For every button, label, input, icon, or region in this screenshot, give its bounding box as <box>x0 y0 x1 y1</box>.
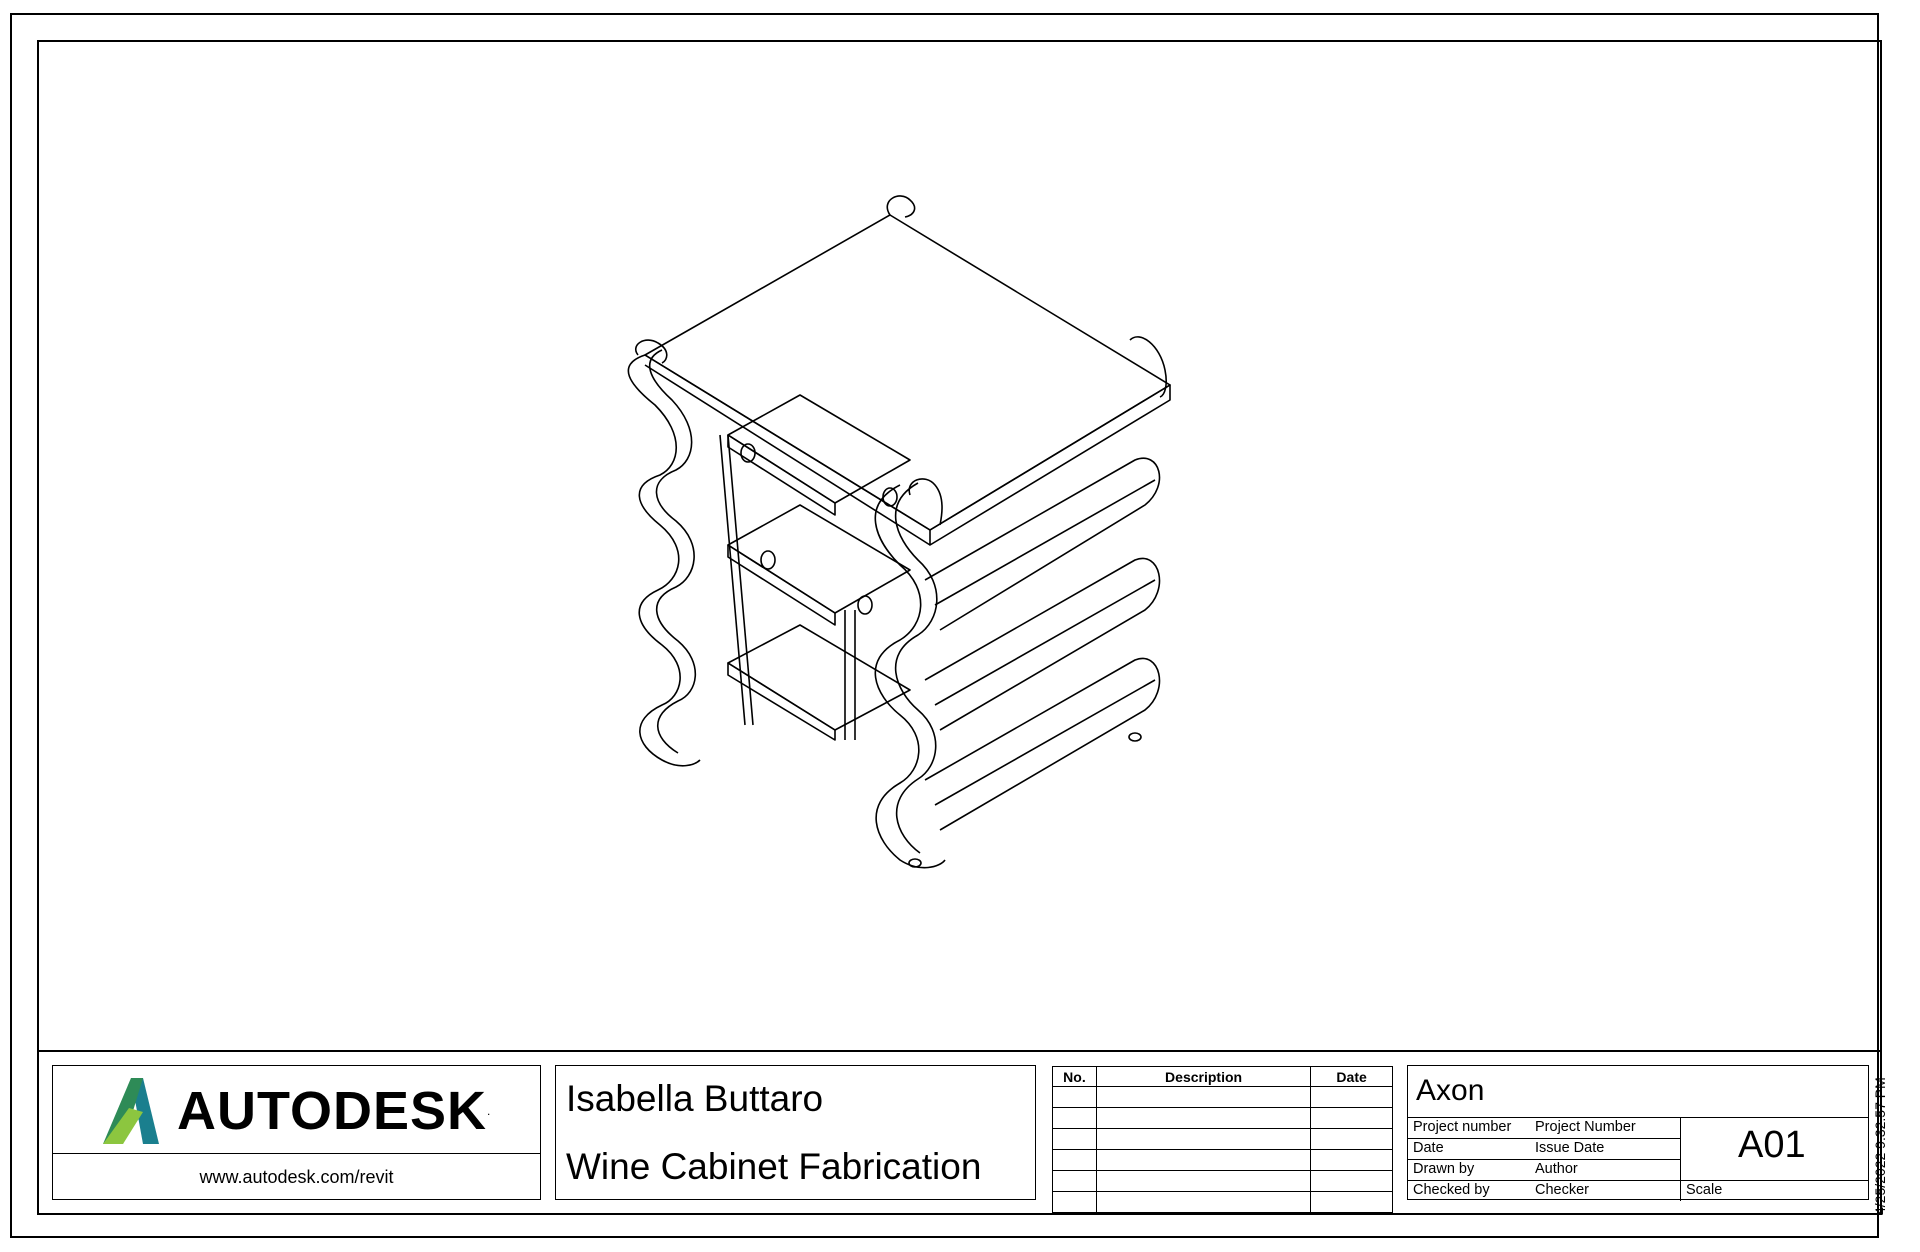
peg-4 <box>857 595 873 615</box>
top-knob-right <box>1129 336 1167 398</box>
middle-shelf-2-edge <box>727 544 836 626</box>
back-rod-1 <box>719 434 746 726</box>
middle-shelf-1 <box>727 394 911 504</box>
project-name: Wine Cabinet Fabrication <box>566 1146 982 1187</box>
checked-by-value: Checker <box>1535 1182 1589 1198</box>
bottom-shelf-edge <box>727 662 836 741</box>
drawn-by-label: Drawn by <box>1413 1161 1475 1177</box>
project-number-value: Project Number <box>1535 1119 1636 1135</box>
cradle-middle-line <box>934 579 1156 706</box>
revision-row <box>1052 1170 1393 1192</box>
cradle-bottom-line <box>934 679 1156 806</box>
sheet-outer-border <box>10 13 1879 1238</box>
sheet-info-block: Axon Project number Project Number Date … <box>1407 1065 1869 1201</box>
revision-row <box>1052 1086 1393 1108</box>
checked-by-label: Checked by <box>1413 1182 1490 1198</box>
top-shelf-front-edge <box>644 354 931 531</box>
axon-drawing <box>627 195 1171 869</box>
cradle-top <box>924 457 1161 631</box>
title-block-divider <box>37 1050 1882 1052</box>
drawn-by-value: Author <box>1535 1161 1578 1177</box>
autodesk-logo: AUTODESK. <box>103 1078 490 1144</box>
bottom-shelf <box>727 624 911 731</box>
revision-header-date: Date <box>1310 1066 1393 1087</box>
revision-row <box>1052 1128 1393 1150</box>
revision-header-row: No. Description Date <box>1052 1066 1393 1087</box>
cradle-top-line <box>934 479 1156 606</box>
revision-row <box>1052 1149 1393 1171</box>
top-shelf-edge <box>929 384 1171 546</box>
scale-label: Scale <box>1686 1182 1723 1198</box>
sheet-info-divider <box>1408 1117 1868 1118</box>
cradle-bottom <box>924 657 1161 831</box>
row-divider <box>1408 1138 1680 1139</box>
top-knob-front <box>908 478 943 526</box>
revision-table: No. Description Date <box>1052 1066 1393 1213</box>
left-side-panel <box>627 354 701 767</box>
revision-row <box>1052 1191 1393 1213</box>
row-divider <box>1408 1180 1868 1181</box>
revision-row <box>1052 1107 1393 1129</box>
front-side-panel <box>874 484 946 869</box>
project-number-label: Project number <box>1413 1119 1512 1135</box>
project-block: Isabella Buttaro Wine Cabinet Fabricatio… <box>555 1065 1036 1200</box>
autodesk-a-icon <box>103 1078 159 1144</box>
column-divider <box>1680 1117 1681 1201</box>
peg-3 <box>760 550 776 570</box>
middle-shelf-2 <box>727 504 911 614</box>
left-side-panel-inner <box>649 349 697 754</box>
date-value: Issue Date <box>1535 1140 1605 1156</box>
sheet-number: A01 <box>1738 1124 1806 1166</box>
logo-block: AUTODESK. www.autodesk.com/revit <box>52 1065 541 1200</box>
foot-front <box>908 858 922 868</box>
sheet-inner-border <box>37 40 1882 1215</box>
foot-right <box>1128 732 1142 742</box>
revision-header-no: No. <box>1052 1066 1097 1087</box>
logo-divider <box>53 1153 540 1154</box>
date-label: Date <box>1413 1140 1444 1156</box>
middle-shelf-1-edge <box>727 434 836 516</box>
print-timestamp: 4/25/2022 9:32:57 PM <box>1872 1077 1888 1215</box>
top-knob-left <box>635 339 668 364</box>
client-name: Isabella Buttaro <box>566 1078 824 1119</box>
sheet-name: Axon <box>1416 1074 1485 1107</box>
row-divider <box>1408 1159 1680 1160</box>
top-shelf-lower-edge <box>644 364 931 546</box>
peg-1 <box>740 443 756 463</box>
cradle-middle <box>924 557 1161 731</box>
autodesk-wordmark: AUTODESK <box>177 1081 488 1141</box>
revision-header-description: Description <box>1095 1066 1312 1087</box>
autodesk-trademark: . <box>487 1104 491 1118</box>
top-knob-back <box>886 195 916 218</box>
front-side-panel-inner <box>894 482 938 854</box>
autodesk-url: www.autodesk.com/revit <box>199 1167 394 1187</box>
